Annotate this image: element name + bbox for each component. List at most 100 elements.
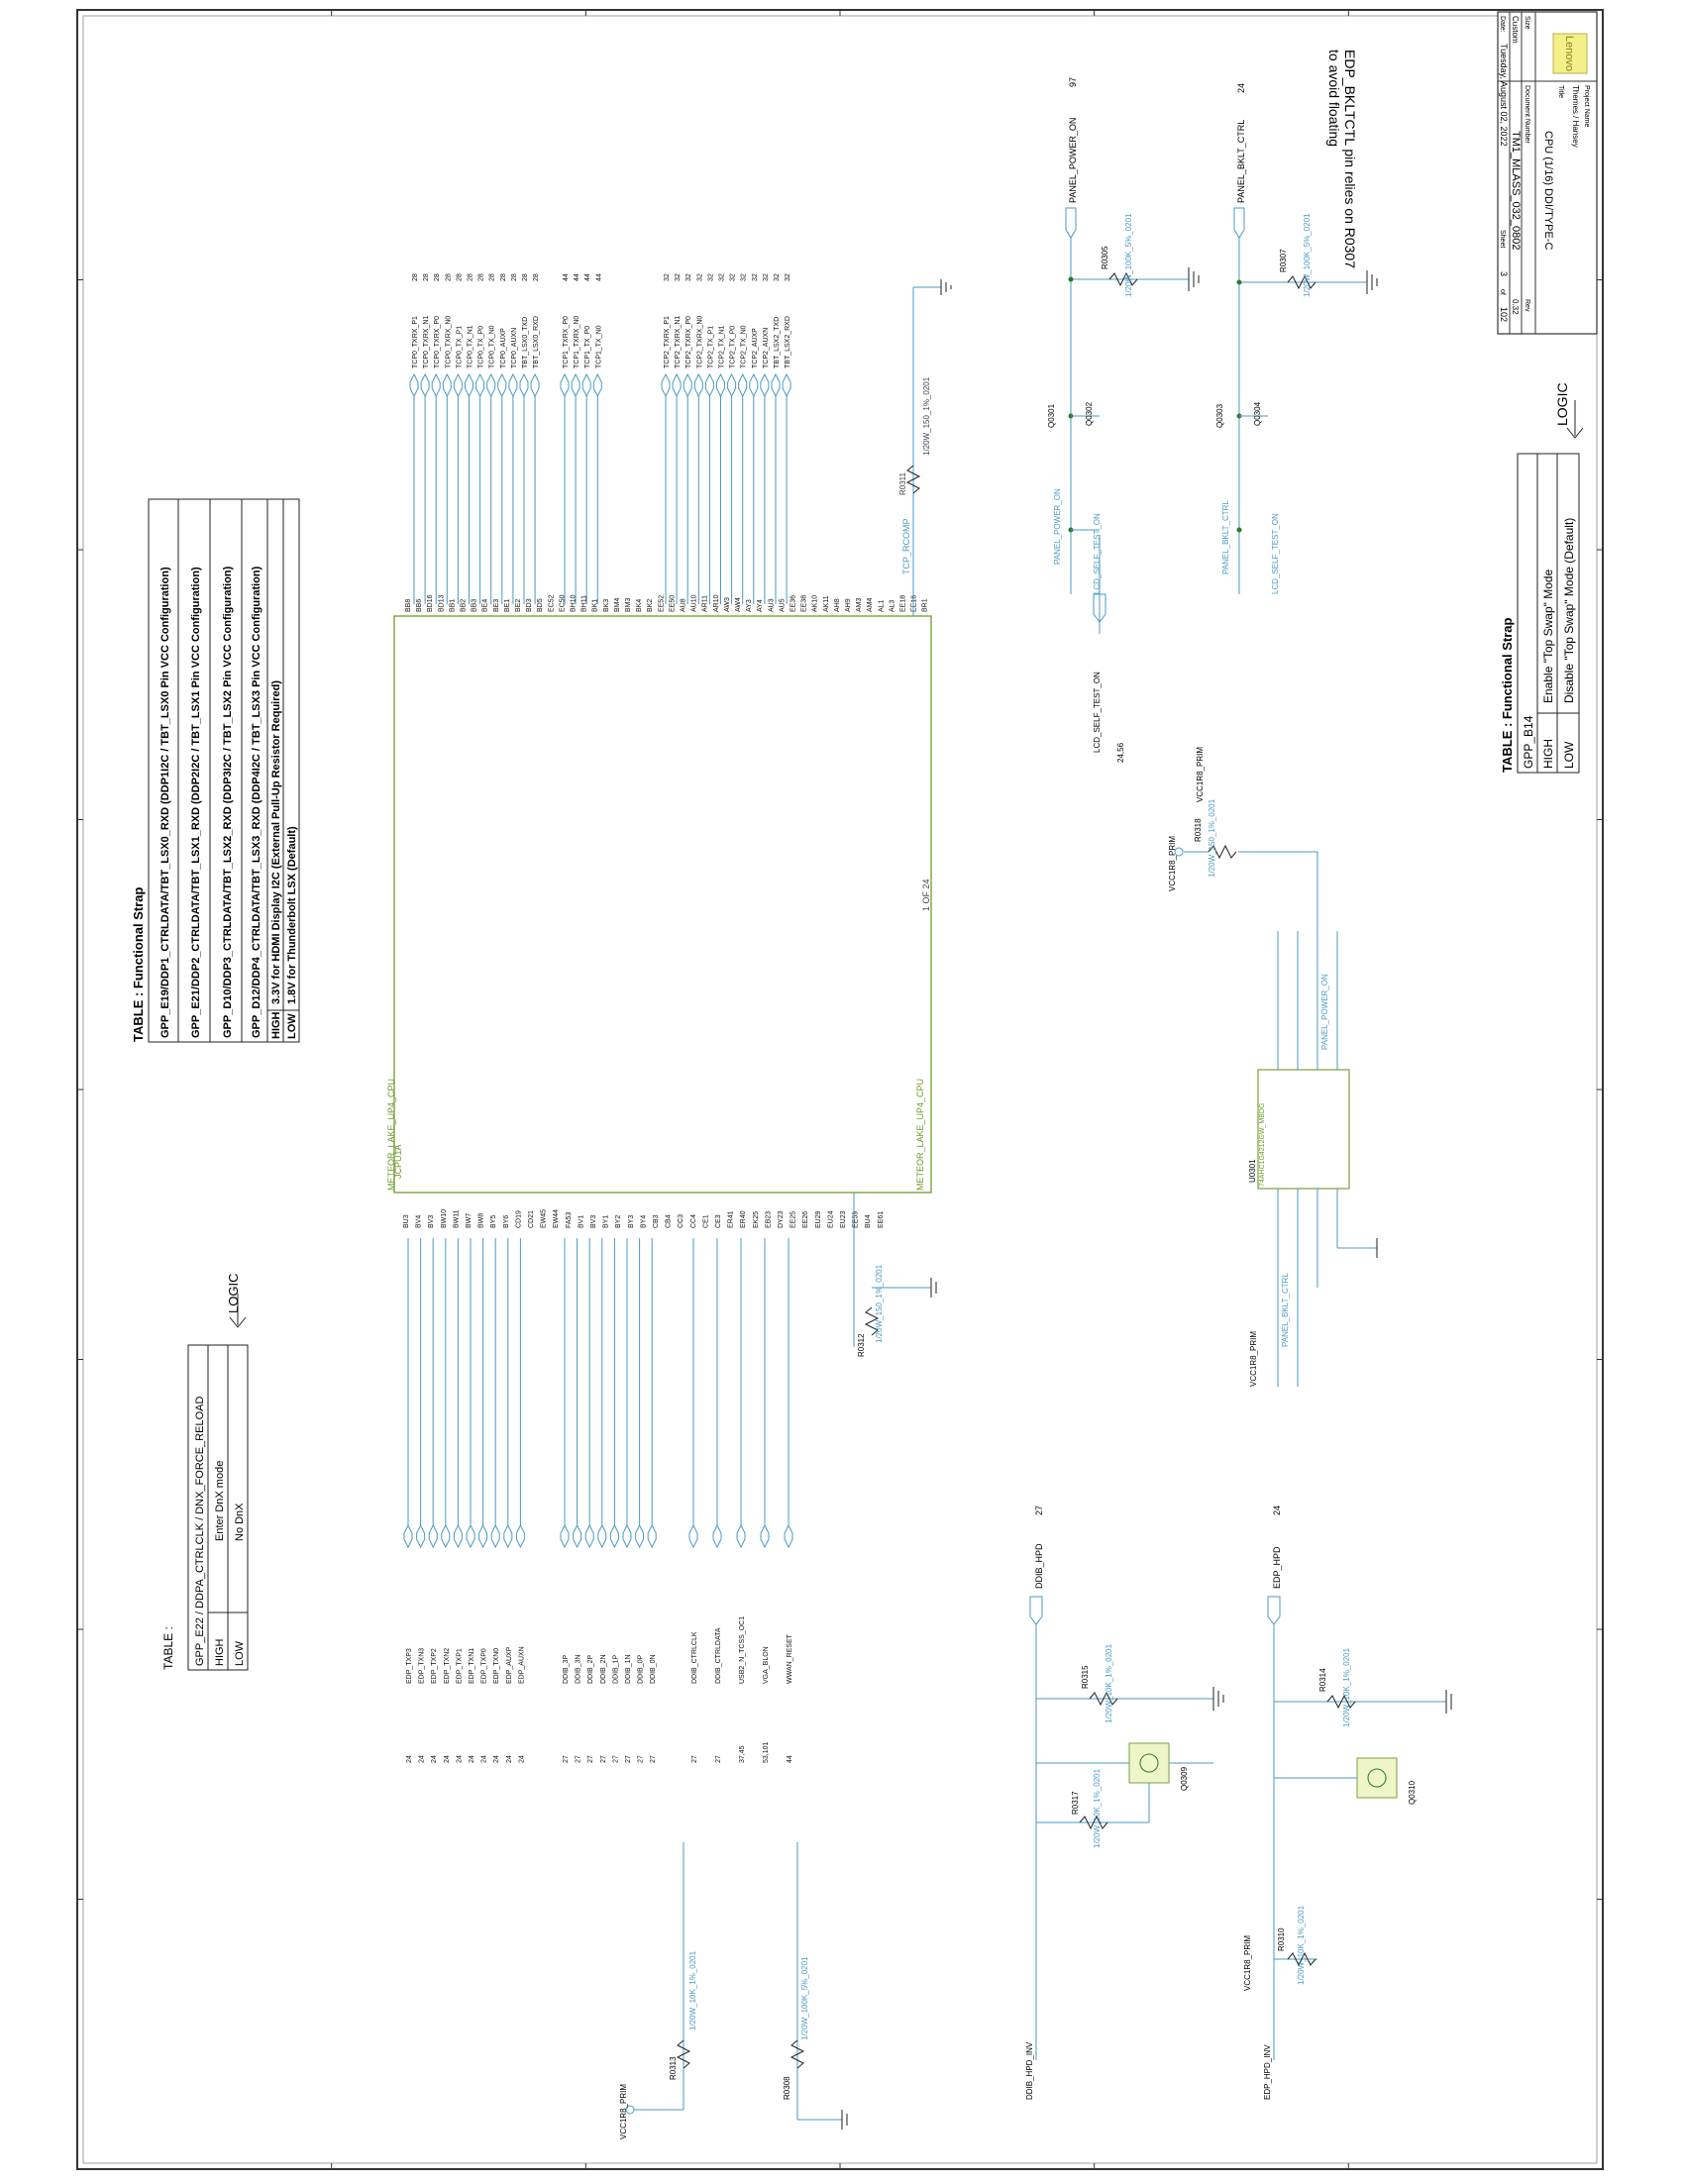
right-net-page: 32: [675, 273, 682, 281]
left-net-label: EDP_AUXN: [518, 1646, 525, 1684]
right-net-label: TCP0_AUXN: [511, 328, 518, 368]
cpu-left-pin: BY1: [603, 1215, 610, 1228]
right-net-page: 32: [664, 273, 671, 281]
logo-text: Lenovo: [1563, 36, 1575, 71]
right-net-page: 32: [696, 273, 703, 281]
right-net-label: TBT_LSX2_RXD: [785, 316, 791, 368]
cpu-left-pin: BY4: [640, 1215, 647, 1228]
left-net-page: 24: [406, 1755, 413, 1763]
svg-text:LOW: LOW: [286, 1013, 298, 1039]
left-net-label: DDIB_CTRLCLK: [691, 1631, 698, 1684]
date-value: Tuesday, August 02, 2022: [1499, 44, 1509, 147]
bus-connector: [530, 372, 540, 398]
rev-value: 0.32: [1511, 299, 1520, 315]
cpu-right-pin: AY3: [746, 599, 753, 612]
svg-text:LOW: LOW: [1562, 741, 1576, 769]
svg-text:1/20W_10K_1%_0201: 1/20W_10K_1%_0201: [1342, 1647, 1351, 1727]
bus-connector: [771, 372, 781, 398]
svg-text:TABLE : Functional Strap: TABLE : Functional Strap: [131, 886, 146, 1042]
svg-text:TABLE :: TABLE :: [161, 1626, 175, 1670]
svg-text:PANEL_BKLT_CTRL: PANEL_BKLT_CTRL: [1236, 120, 1246, 203]
cpu-left-pin: CE1: [702, 1214, 709, 1228]
cpu-left-pin: CE3: [715, 1214, 722, 1228]
bus-connector: [475, 372, 485, 398]
title-value: CPU (1/16) DDI/TYPE-C: [1542, 131, 1554, 250]
cpu-part-name-left: METEOR_LAKE_UP4_CPU: [386, 1079, 396, 1191]
left-net-page: 24: [493, 1755, 500, 1763]
cpu-left-pin: EW44: [553, 1209, 560, 1228]
right-net-page: 28: [522, 273, 529, 281]
svg-text:R0310: R0310: [1277, 1927, 1286, 1951]
svg-text:R0313: R0313: [669, 2056, 678, 2080]
title-label: Title: [1557, 85, 1564, 98]
bus-connector: [760, 372, 770, 398]
left-net-page: 27: [600, 1755, 607, 1763]
bus-connector: [441, 1523, 451, 1549]
right-net-page: 32: [774, 273, 781, 281]
right-net-label: TCP0_TX_P1: [456, 326, 463, 368]
svg-text:DDIB_HPD: DDIB_HPD: [1034, 1543, 1044, 1589]
cpu-right-pin: AM3: [856, 598, 863, 613]
cpu-left-pin: BY5: [490, 1215, 497, 1228]
right-net-page: 28: [511, 273, 518, 281]
left-net-label: DDIB_1P: [612, 1654, 619, 1684]
bus-connector: [442, 372, 452, 398]
svg-text:R0312: R0312: [857, 1333, 866, 1357]
cpu-right-pin: BK1: [592, 599, 599, 612]
left-net-page: 24: [444, 1755, 451, 1763]
cpu-right-pin: EE16: [911, 595, 918, 612]
left-net-label: WWAN_RESET: [787, 1633, 793, 1684]
bus-connector: [782, 372, 791, 398]
cpu-right-pin: BM4: [614, 598, 621, 613]
bus-connector: [592, 372, 602, 398]
svg-text:GPP_E21/DDP2_CTRLDATA/TBT_LSX1: GPP_E21/DDP2_CTRLDATA/TBT_LSX1_RXD (DDP2…: [190, 567, 202, 1038]
usb-oc-pullup: R0313 1/20W_10K_1%_0201 VCC1R8_PRIM: [619, 1842, 697, 2139]
svg-text:R0318: R0318: [1194, 818, 1203, 842]
cpu-left-pin: ER41: [728, 1210, 735, 1228]
left-net-label: DDIB_1N: [625, 1654, 632, 1684]
cpu-right-pin: BD5: [537, 598, 544, 612]
functional-strap-table: TABLE : Functional Strap GPP_E19/DDP1_CT…: [131, 498, 300, 1043]
svg-text:R0311: R0311: [898, 471, 907, 495]
doc-number-label: Document Number: [1524, 85, 1530, 144]
left-net-label: DDIB_0P: [638, 1654, 645, 1684]
left-net-page: 27: [563, 1755, 570, 1763]
svg-text:27: 27: [1034, 1506, 1044, 1515]
cpu-right-pin: BK4: [636, 599, 643, 612]
cpu-left-pin: CD21: [528, 1210, 535, 1228]
right-net-label: TCP1_TX_P0: [584, 326, 591, 368]
svg-text:R0308: R0308: [783, 2076, 791, 2100]
svg-text:PANEL_POWER_ON: PANEL_POWER_ON: [1320, 974, 1329, 1050]
right-net-label: TBT_LSX0_TXD: [522, 317, 529, 368]
cpu-right-pin: AW4: [735, 597, 742, 612]
svg-text:GPP_E19/DDP1_CTRLDATA/TBT_LSX0: GPP_E19/DDP1_CTRLDATA/TBT_LSX0_RXD (DDP1…: [159, 567, 171, 1038]
cpu-left-pin: BY6: [503, 1215, 510, 1228]
topswap-table: TABLE : Functional Strap GPP_B14 HIGH En…: [1500, 382, 1580, 774]
cpu-left-pin: CB3: [653, 1214, 660, 1228]
cpu-left-pin: BV3: [590, 1215, 597, 1228]
svg-text:PANEL_POWER_ON: PANEL_POWER_ON: [1068, 118, 1078, 203]
svg-text:Q0301: Q0301: [1047, 403, 1056, 428]
cpu-left-pin: BU3: [403, 1214, 410, 1228]
bus-connector: [760, 1523, 770, 1549]
cpu-left-pin: EU24: [827, 1210, 834, 1228]
right-net-label: TCP0_TXRX_N0: [445, 316, 452, 368]
cpu-left-pin: BV3: [428, 1215, 435, 1228]
cpu-right-pin: EE18: [900, 595, 907, 612]
left-net-page: 44: [787, 1755, 793, 1763]
cpu-left-pin: BY3: [628, 1215, 635, 1228]
cpu-left-pin: CC4: [690, 1214, 697, 1228]
cpu-right-pin: BE1: [504, 599, 511, 612]
cpu-right-pin: BK2: [647, 599, 654, 612]
svg-text:EDP_BKLTCTL pin relies on R030: EDP_BKLTCTL pin relies on R0307: [1342, 50, 1358, 268]
cpu-right-pin: EE50: [669, 595, 676, 612]
left-bus-lines: [403, 1238, 793, 1549]
svg-text:GPP_B14: GPP_B14: [1522, 715, 1535, 769]
left-net-label: DDIB_CTRLDATA: [715, 1627, 722, 1684]
left-net-label: VGA_BLON: [763, 1646, 770, 1684]
left-net-label: DDIB_2N: [600, 1654, 607, 1684]
svg-text:Q0310: Q0310: [1408, 1780, 1417, 1805]
